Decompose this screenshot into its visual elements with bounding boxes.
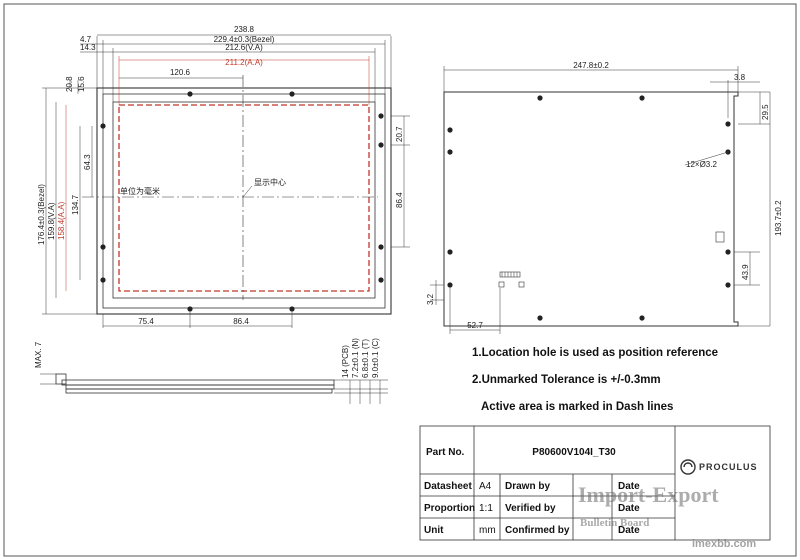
part-no-label: Part No. — [426, 447, 465, 458]
hole-icon — [725, 282, 731, 288]
side-view: MAX. 7 14 (PCB) 7.2±0.1 (N) 6.8±0.1 (T) … — [34, 338, 388, 404]
hole-icon — [447, 127, 453, 133]
dim-overall-width: 238.8 — [234, 25, 255, 34]
label-units: 单位为毫米 — [120, 186, 160, 196]
dim-top-1: 20.8 — [65, 76, 74, 92]
front-outline — [96, 87, 392, 315]
hole-icon — [100, 277, 106, 283]
hole-icon — [289, 306, 295, 312]
dim-inner-height: 134.7 — [71, 194, 80, 215]
dim-left-offset-2: 14.3 — [80, 43, 96, 52]
side-max-label: MAX. 7 — [34, 341, 43, 368]
hole-icon — [187, 306, 193, 312]
hole-icon — [378, 113, 384, 119]
active-area — [118, 104, 370, 292]
back-view: 247.8±0.2 3.8 29.5 12×Ø3.2 193.7±0.2 43.… — [426, 61, 783, 334]
connector-icon — [499, 271, 521, 278]
bezel-outline — [102, 93, 386, 309]
va-outline — [112, 101, 376, 299]
hole-icon — [447, 149, 453, 155]
back-outline — [443, 91, 739, 327]
back-dim-width: 247.8±0.2 — [573, 61, 609, 70]
row-unit-label: Unit — [424, 525, 444, 536]
dim-right-top: 20.7 — [395, 126, 404, 142]
sheet-border — [3, 3, 797, 557]
row-date-2: Date — [618, 503, 640, 514]
hole-icon — [378, 244, 384, 250]
dim-top-2: 15.6 — [77, 76, 86, 92]
hole-icon — [289, 91, 295, 97]
hole-icon — [537, 315, 543, 321]
side-dim-pcb: 14 (PCB) — [341, 345, 350, 378]
connector-icon — [715, 231, 725, 243]
watermark-line2: Bulletin Board — [580, 517, 649, 529]
back-dim-height: 193.7±0.2 — [774, 200, 783, 236]
hole-icon — [725, 121, 731, 127]
back-dim-top-right: 29.5 — [761, 104, 770, 120]
dim-bottom-left: 75.4 — [138, 317, 154, 326]
row-date-3: Date — [618, 525, 640, 536]
dim-aa-height: 158.4(A.A) — [57, 201, 66, 240]
back-dim-right-low: 43.9 — [741, 264, 750, 280]
hole-icon — [100, 123, 106, 129]
dim-overall-height: 176.4±0.3(Bezel) — [37, 184, 46, 245]
hole-icon — [378, 142, 384, 148]
title-block — [419, 425, 771, 541]
hole-icon — [447, 282, 453, 288]
watermark-line1: Import-Export — [578, 482, 719, 507]
dim-center-y: 64.3 — [83, 154, 92, 170]
row-date-1: Date — [618, 481, 640, 492]
logo-icon — [680, 459, 696, 475]
dim-va-height: 159.8(V.A) — [47, 202, 56, 240]
note-3: Active area is marked in Dash lines — [481, 401, 673, 413]
row-datasheet-value: A4 — [479, 481, 492, 492]
back-dim-bottom-left: 3.2 — [426, 293, 435, 305]
row-confirmed-by: Confirmed by — [505, 525, 570, 536]
hole-icon — [725, 249, 731, 255]
dim-aa-width: 211.2(A.A) — [225, 58, 263, 67]
side-dim-t: 6.8±0.1 (T) — [361, 339, 370, 378]
front-view: 238.8 229.4±0.3(Bezel) 212.6(V.A) 211.2(… — [37, 25, 410, 328]
brand-name: PROCULUS — [699, 462, 758, 472]
back-dim-holes: 12×Ø3.2 — [686, 160, 717, 169]
row-datasheet-label: Datasheet — [424, 481, 472, 492]
hole-icon — [187, 91, 193, 97]
hole-icon — [378, 277, 384, 283]
hole-icon — [639, 315, 645, 321]
back-dim-right-offset: 3.8 — [734, 73, 746, 82]
row-drawn-by: Drawn by — [505, 481, 550, 492]
hole-icon — [100, 244, 106, 250]
front-holes — [100, 91, 384, 312]
row-proportion-value: 1:1 — [479, 503, 493, 514]
side-dim-c: 9.0±0.1 (C) — [371, 338, 380, 378]
dim-right-mid: 86.4 — [395, 192, 404, 208]
row-proportion-label: Proportion — [424, 503, 475, 514]
back-holes — [447, 95, 731, 321]
front-right-dims — [391, 115, 410, 248]
front-top-dims — [80, 34, 392, 105]
part-no-value: P80600V104I_T30 — [532, 447, 616, 458]
hole-icon — [537, 95, 543, 101]
label-center: 显示中心 — [254, 177, 286, 187]
back-dim-bottom-width: 52.7 — [467, 321, 483, 330]
brand-logo: PROCULUS — [680, 459, 758, 475]
front-left-dims — [42, 80, 97, 315]
hole-icon — [447, 249, 453, 255]
watermark-site: imexbb.com — [692, 538, 756, 550]
row-verified-by: Verified by — [505, 503, 556, 514]
row-unit-value: mm — [479, 525, 496, 536]
dim-left-offset-1: 4.7 — [80, 35, 92, 44]
hole-icon — [639, 95, 645, 101]
dim-center-x: 120.6 — [170, 68, 191, 77]
dim-bottom-mid: 86.4 — [233, 317, 249, 326]
watermark: Import-Export Bulletin Board imexbb.com — [578, 482, 756, 550]
note-1: 1.Location hole is used as position refe… — [472, 347, 718, 359]
dim-bezel-width: 229.4±0.3(Bezel) — [214, 35, 275, 44]
side-dim-n: 7.2±0.1 (N) — [351, 338, 360, 378]
note-2: 2.Unmarked Tolerance is +/-0.3mm — [472, 374, 661, 386]
dim-va-width: 212.6(V.A) — [225, 43, 263, 52]
front-bottom-dims — [102, 312, 293, 328]
